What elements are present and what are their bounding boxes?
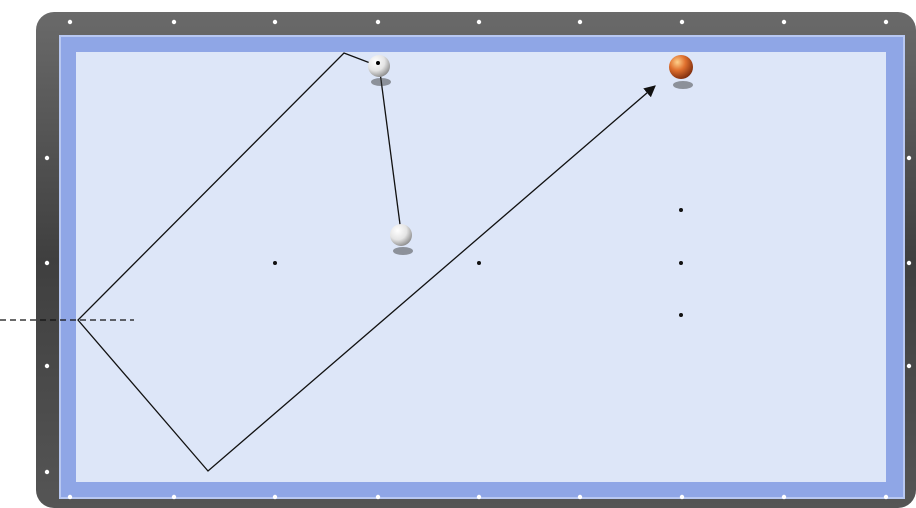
diamond-marker — [45, 261, 49, 265]
diamond-marker — [376, 495, 380, 499]
diamond-marker — [884, 20, 888, 24]
diamond-marker — [884, 495, 888, 499]
diamond-marker — [376, 20, 380, 24]
diamond-marker — [172, 20, 176, 24]
diamond-marker — [578, 495, 582, 499]
diamond-marker — [45, 364, 49, 368]
diamond-marker — [477, 495, 481, 499]
spot-marker — [679, 313, 683, 317]
diamond-marker — [172, 495, 176, 499]
diamond-marker — [68, 495, 72, 499]
table-cloth — [76, 52, 886, 482]
diamond-marker — [45, 156, 49, 160]
spot-marker — [679, 208, 683, 212]
diamond-marker — [273, 20, 277, 24]
diamond-marker — [907, 364, 911, 368]
diamond-marker — [477, 20, 481, 24]
spot-marker — [273, 261, 277, 265]
diamond-marker — [578, 20, 582, 24]
diamond-marker — [907, 156, 911, 160]
diamond-marker — [782, 20, 786, 24]
diamond-marker — [907, 261, 911, 265]
diamond-marker — [273, 495, 277, 499]
diamond-marker — [680, 495, 684, 499]
second-white-ball — [390, 224, 413, 255]
diamond-marker — [45, 470, 49, 474]
cue-ball — [368, 55, 391, 86]
spot-marker — [477, 261, 481, 265]
diamond-marker — [782, 495, 786, 499]
diamond-marker — [680, 20, 684, 24]
diamond-marker — [68, 20, 72, 24]
spot-marker — [679, 261, 683, 265]
